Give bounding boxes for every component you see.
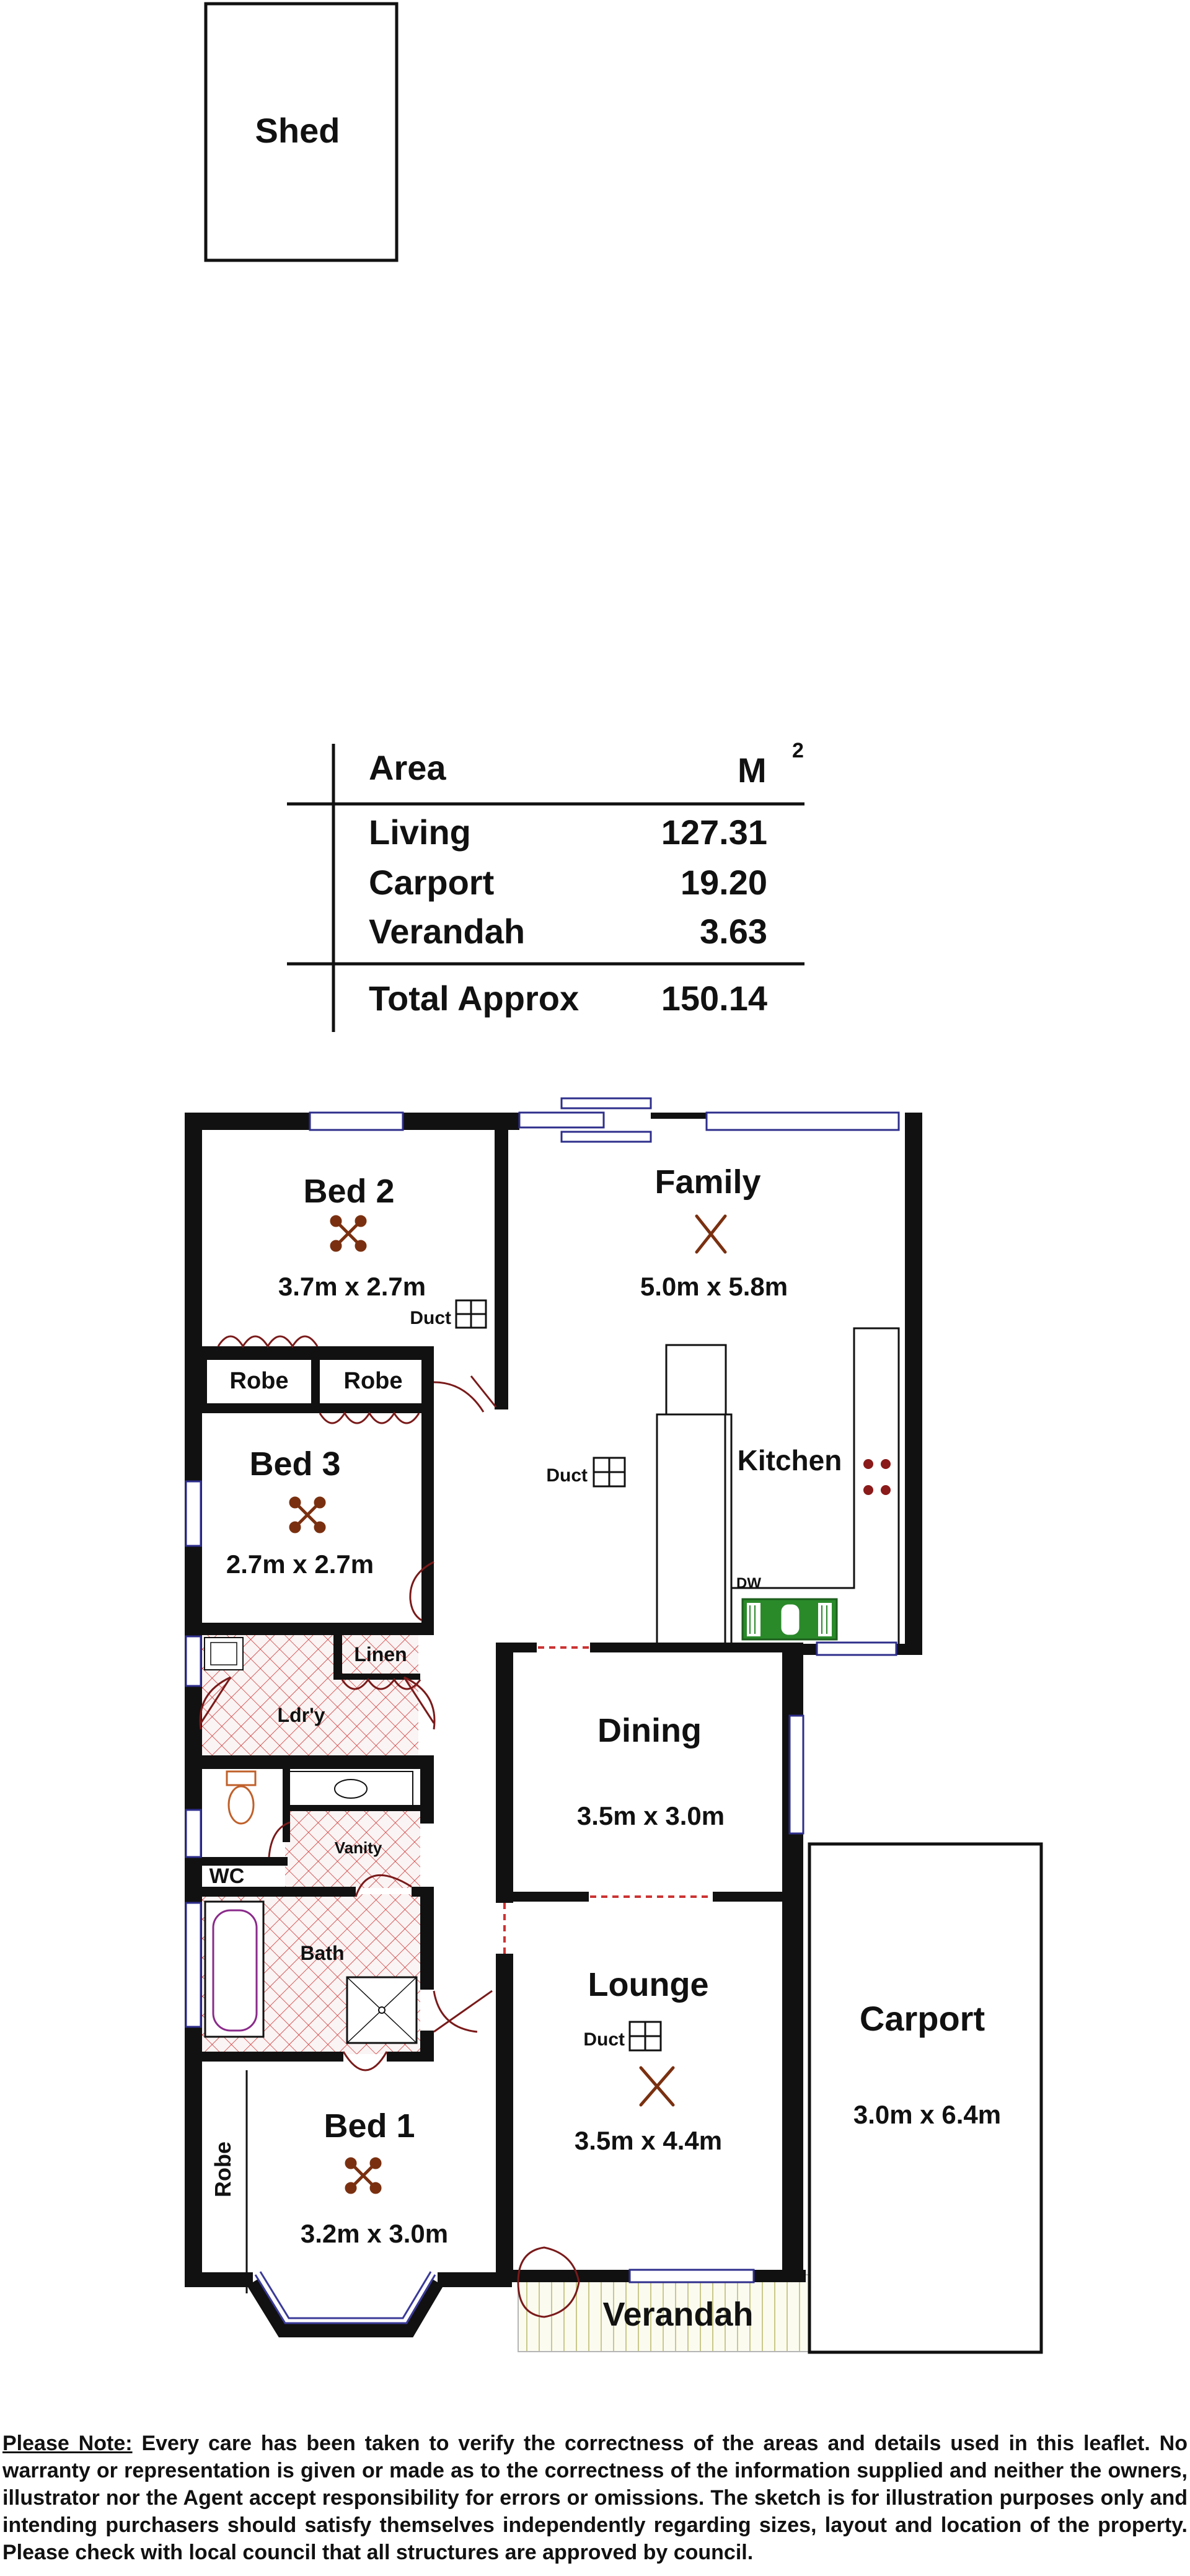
room-name-linen: Linen [354, 1643, 407, 1665]
disclaimer-heading: Please Note: [2, 2432, 133, 2455]
ceiling-fan-icon [639, 2066, 675, 2107]
area-header-unit: M [738, 751, 767, 790]
door-swings [199, 1335, 580, 2318]
area-total-label: Total Approx [369, 979, 579, 1018]
carport-outline [808, 1842, 1043, 2354]
room-name-family: Family [654, 1163, 760, 1201]
vanity-floor [285, 1810, 420, 1888]
shed-outline [204, 2, 399, 262]
room-name-bath: Bath [300, 1942, 344, 1964]
walls [185, 1113, 922, 2287]
trough-icon [204, 1637, 244, 1670]
room-name-bed1: Bed 1 [324, 2107, 415, 2145]
area-row-label: Carport [369, 863, 494, 902]
room-size-dining: 3.5m x 3.0m [577, 1801, 725, 1830]
room-name-verandah: Verandah [602, 2296, 753, 2333]
room-name-dining: Dining [597, 1712, 702, 1749]
area-table: Area M 2 Living 127.31 Carport 19.20 Ver… [287, 739, 804, 1032]
room-size-carport: 3.0m x 6.4m [853, 2100, 1001, 2129]
duct-icon [593, 1457, 626, 1488]
room-name-bed2: Bed 2 [303, 1173, 394, 1210]
room-name-lounge: Lounge [588, 1966, 709, 2003]
ceiling-fan-icon [695, 1214, 727, 1254]
toilet-icon [226, 1770, 257, 1825]
area-row-value: 3.63 [700, 912, 767, 951]
ceiling-fan-icon [289, 1496, 326, 1533]
kitchen-dw-label: DW [736, 1575, 761, 1592]
duct-icon [628, 2021, 662, 2052]
duct-label-bed2: Duct [410, 1308, 451, 1328]
room-name-laundry: Ldr'y [278, 1704, 325, 1726]
room-name-bed3: Bed 3 [249, 1445, 340, 1483]
ceiling-fan-icon [330, 1215, 367, 1252]
room-name-vanity: Vanity [335, 1838, 382, 1857]
room-size-family: 5.0m x 5.8m [640, 1272, 788, 1301]
basin-icon [288, 1771, 413, 1807]
area-header-label: Area [369, 748, 446, 787]
room-size-bed2: 3.7m x 2.7m [278, 1272, 426, 1301]
door-openings [503, 1646, 713, 1954]
room-name-robe-b: Robe [344, 1368, 403, 1394]
area-header-unit-sup: 2 [792, 739, 804, 762]
area-row-label: Verandah [369, 912, 525, 951]
bathtub-icon [204, 1900, 265, 2038]
duct-label-lounge: Duct [583, 2029, 625, 2050]
disclaimer-text: Every care has been taken to verify the … [2, 2432, 1188, 2564]
room-name-kitchen: Kitchen [738, 1444, 842, 1476]
duct-icon [455, 1299, 487, 1329]
room-name-carport: Carport [860, 1999, 985, 2038]
shed-label: Shed [255, 111, 340, 150]
shower-icon [346, 1976, 418, 2044]
room-name-wc: WC [209, 1864, 245, 1888]
room-size-bed1: 3.2m x 3.0m [301, 2219, 448, 2248]
area-row-label: Living [369, 813, 471, 852]
area-total-value: 150.14 [661, 979, 767, 1018]
room-size-bed3: 2.7m x 2.7m [226, 1550, 374, 1579]
cooktop-icon [863, 1459, 891, 1495]
disclaimer-note: Please Note: Every care has been taken t… [2, 2430, 1188, 2566]
area-row-value: 19.20 [681, 863, 767, 902]
kitchen-fixtures [656, 1327, 900, 1651]
room-name-robe-c: Robe [210, 2142, 236, 2197]
verandah-floor [518, 2274, 810, 2352]
duct-label-hall: Duct [546, 1465, 588, 1486]
room-size-lounge: 3.5m x 4.4m [575, 2126, 722, 2155]
windows [185, 1111, 900, 2283]
ceiling-fan-icon [345, 2157, 382, 2194]
sliding-door [518, 1097, 652, 1143]
room-name-robe-a: Robe [230, 1368, 289, 1394]
area-row-value: 127.31 [661, 813, 767, 852]
bay-window [247, 2271, 444, 2337]
